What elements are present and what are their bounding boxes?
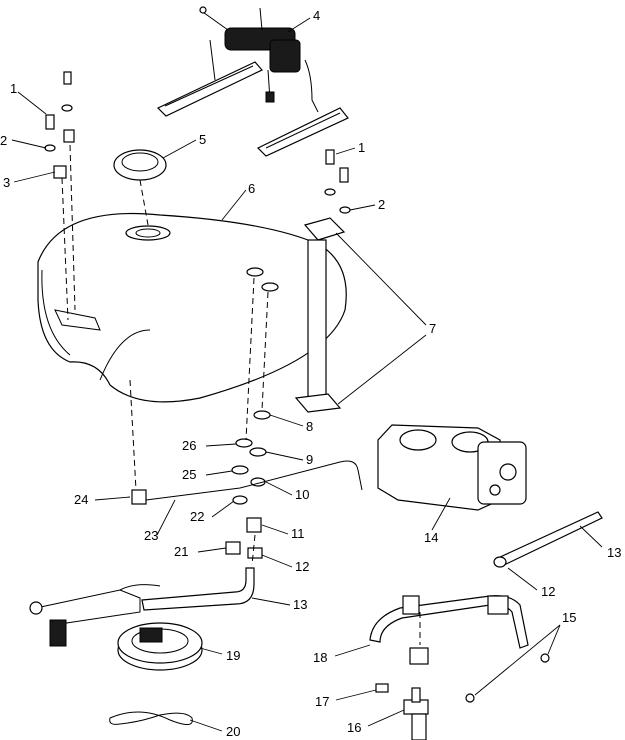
assembly-guide-lines <box>61 144 421 645</box>
callout-1-left: 1 <box>10 81 17 96</box>
callout-11: 11 <box>291 526 305 541</box>
callout-18: 18 <box>313 650 327 665</box>
part-right-bolts-washers <box>324 149 351 214</box>
callout-2-right: 2 <box>378 197 385 212</box>
leader-lines <box>11 17 603 732</box>
callout-23: 23 <box>144 528 158 543</box>
callout-6: 6 <box>248 181 255 196</box>
callout-10: 10 <box>295 487 309 502</box>
part-fuel-rail <box>369 595 550 703</box>
callout-22: 22 <box>190 509 204 524</box>
callout-2-left: 2 <box>0 133 7 148</box>
callout-labels: 1 2 3 4 5 6 1 2 7 8 26 9 25 10 24 22 11 … <box>0 8 621 739</box>
callout-3: 3 <box>3 175 10 190</box>
part-fuel-line-right <box>493 511 603 568</box>
callout-1-right: 1 <box>358 140 365 155</box>
callout-12-left: 12 <box>295 559 309 574</box>
part-fuel-pump-bracket <box>156 6 349 157</box>
part-fuel-hose-left <box>141 567 255 611</box>
part-gasket <box>109 711 193 725</box>
callout-7: 7 <box>429 321 436 336</box>
callout-14: 14 <box>424 530 438 545</box>
callout-5: 5 <box>199 132 206 147</box>
callout-25: 25 <box>182 467 196 482</box>
part-fuel-pump-flange <box>29 584 203 671</box>
callout-19: 19 <box>226 648 240 663</box>
callout-21: 21 <box>174 544 188 559</box>
callout-24: 24 <box>74 492 88 507</box>
callout-16: 16 <box>347 720 361 735</box>
part-vent-line <box>145 460 363 501</box>
part-fittings <box>131 410 271 559</box>
part-fuel-cap <box>113 149 167 181</box>
callout-4: 4 <box>313 8 320 23</box>
callout-8: 8 <box>306 419 313 434</box>
callout-20: 20 <box>226 724 240 739</box>
callout-13-right: 13 <box>607 545 621 560</box>
part-throttle-body <box>377 424 527 511</box>
part-tank-strap <box>294 217 346 413</box>
part-left-bolts-washers <box>44 71 75 179</box>
callout-9: 9 <box>306 452 313 467</box>
part-fuel-tank <box>37 212 347 403</box>
callout-12-right: 12 <box>541 584 555 599</box>
callout-17: 17 <box>315 694 329 709</box>
part-injector <box>375 683 429 740</box>
callout-13-left: 13 <box>293 597 307 612</box>
callout-15: 15 <box>562 610 576 625</box>
callout-26: 26 <box>182 438 196 453</box>
